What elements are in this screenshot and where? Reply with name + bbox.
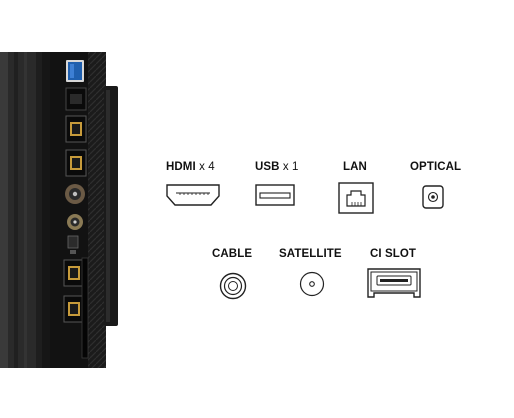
optical-icon [422,185,444,209]
ci-slot-icon [367,268,421,298]
usb-icon [255,184,295,206]
usb-label: USB x 1 [255,161,299,173]
cable-icon [219,272,247,300]
cable-label: CABLE [212,248,253,260]
optical-port [67,235,79,254]
satellite-label: SATELLITE [279,248,342,260]
ci-slot [81,257,89,359]
satellite-icon [299,271,325,297]
cable-port [65,184,85,204]
hdmi-port-2 [65,149,87,177]
usb-port [66,60,84,82]
lan-icon [338,182,374,214]
satellite-port [67,214,83,230]
tv-rear-panel [0,52,118,368]
optical-label: OPTICAL [410,161,462,173]
ci-slot-label: CI SLOT [370,248,417,260]
hdmi-port-3 [63,259,85,287]
hdmi-label: HDMI x 4 [166,161,215,173]
lan-port [65,87,87,111]
hdmi-icon [166,184,220,206]
lan-label: LAN [343,161,367,173]
hdmi-port-1 [65,115,87,143]
